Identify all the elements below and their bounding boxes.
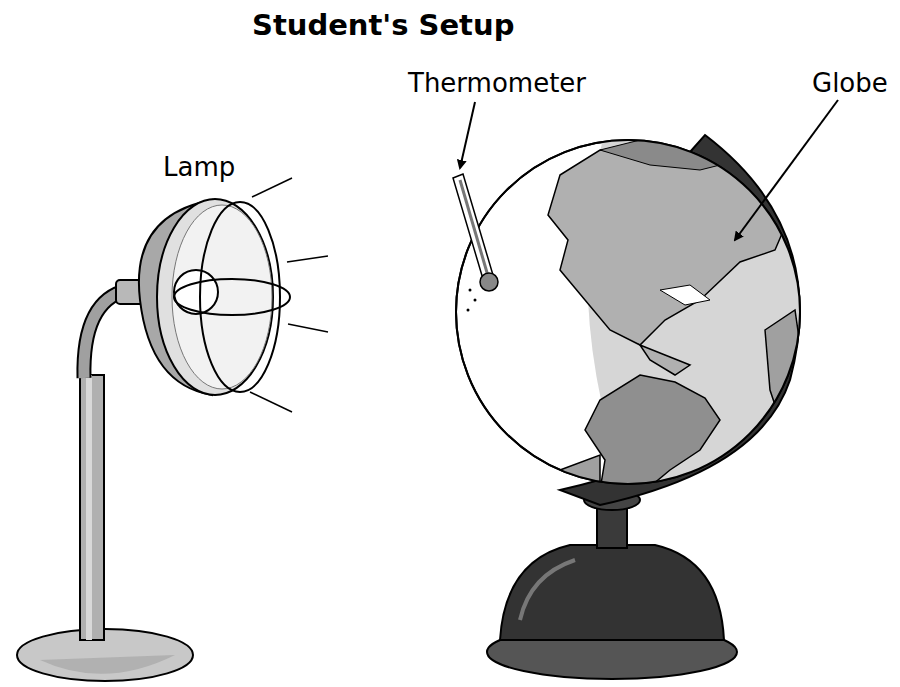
globe-drawing xyxy=(456,130,820,505)
lamp-drawing xyxy=(17,178,328,681)
part-label: Lamp xyxy=(163,152,235,182)
thermometer-drawing xyxy=(453,174,498,291)
leader-line xyxy=(460,102,475,168)
diagram-title: Student's Setup xyxy=(252,8,514,42)
part-label: Globe xyxy=(812,68,888,98)
leader-line xyxy=(735,100,838,240)
part-label: Thermometer xyxy=(408,68,586,98)
